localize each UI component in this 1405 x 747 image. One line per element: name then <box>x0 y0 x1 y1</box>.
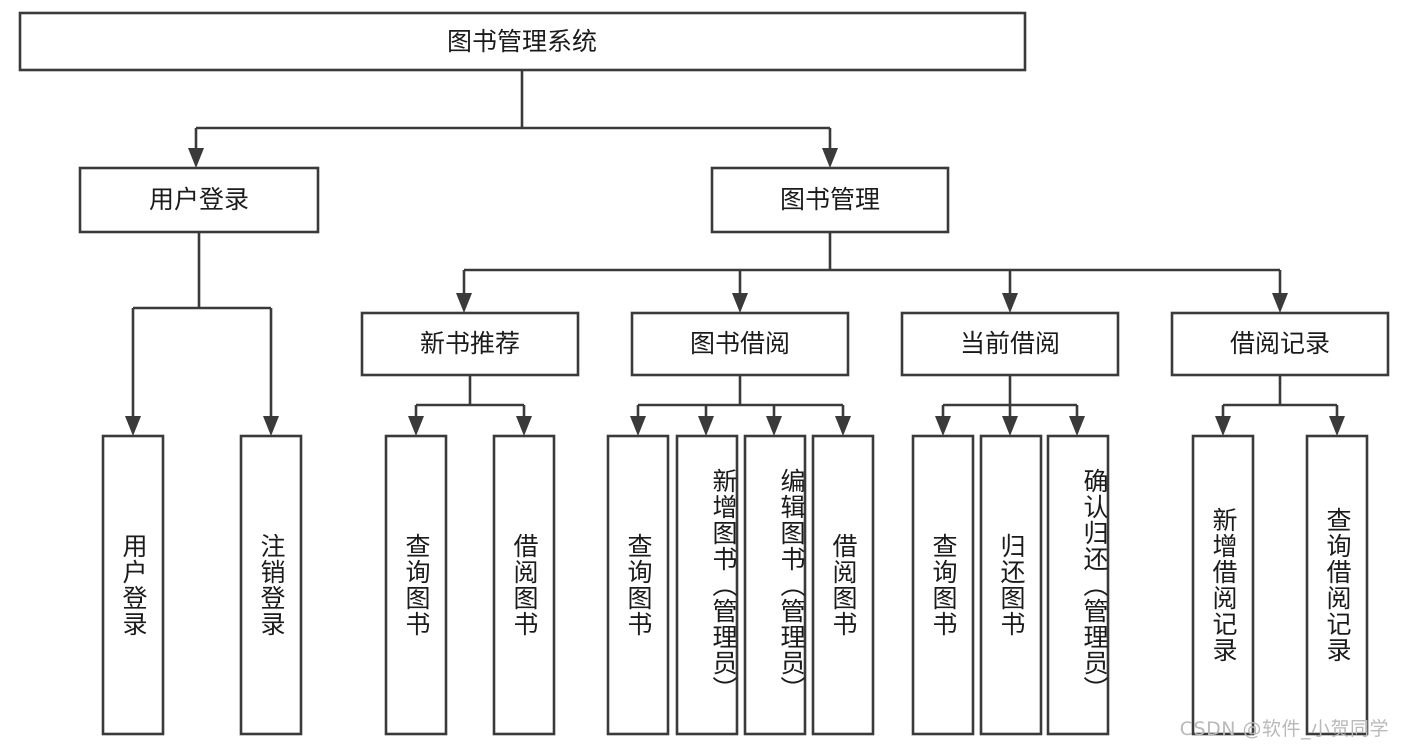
connector-bookmgmt-to-level3 <box>456 232 1288 313</box>
node-borrow-record[interactable]: 借阅记录 <box>1170 311 1390 377</box>
leaf-box-bookborrow-edit[interactable] <box>743 434 807 736</box>
node-new-book-recommend[interactable]: 新书推荐 <box>360 311 580 377</box>
leaf-box-user-login-login[interactable] <box>101 434 165 736</box>
leaf-box-currentborrow-return[interactable] <box>979 434 1043 736</box>
connector-bookborrow-to-leaves <box>630 375 851 436</box>
leaf-box-borrowrecord-query[interactable] <box>1305 434 1369 736</box>
leaf-box-currentborrow-confirm[interactable] <box>1046 434 1110 736</box>
node-root[interactable]: 图书管理系统 <box>18 11 1027 72</box>
node-book-borrow[interactable]: 图书借阅 <box>630 311 850 377</box>
node-book-management[interactable]: 图书管理 <box>710 166 950 234</box>
node-current-borrow-label: 当前借阅 <box>960 329 1060 358</box>
connector-newbook-to-leaves <box>408 375 532 436</box>
leaf-box-newbook-borrow[interactable] <box>492 434 556 736</box>
connector-root-to-level2 <box>188 70 838 168</box>
leaf-box-borrowrecord-add[interactable] <box>1191 434 1255 736</box>
connector-borrowrecord-to-leaves <box>1215 375 1345 436</box>
node-root-label: 图书管理系统 <box>447 27 597 56</box>
connector-userlogin-to-leaves <box>125 232 279 436</box>
leaf-box-bookborrow-borrow[interactable] <box>811 434 875 736</box>
csdn-watermark: CSDN @软件_小贺同学 <box>1179 718 1389 740</box>
node-user-login-label: 用户登录 <box>149 185 249 214</box>
connector-currentborrow-to-leaves <box>935 375 1085 436</box>
leaf-box-bookborrow-query[interactable] <box>606 434 670 736</box>
leaf-box-bookborrow-add[interactable] <box>675 434 739 736</box>
node-current-borrow[interactable]: 当前借阅 <box>900 311 1120 377</box>
leaf-box-newbook-query[interactable] <box>384 434 448 736</box>
node-borrow-record-label: 借阅记录 <box>1230 329 1330 358</box>
node-new-book-recommend-label: 新书推荐 <box>420 329 520 358</box>
node-book-borrow-label: 图书借阅 <box>690 329 790 358</box>
node-user-login[interactable]: 用户登录 <box>78 166 320 234</box>
leaf-box-user-login-logout[interactable] <box>239 434 303 736</box>
node-book-management-label: 图书管理 <box>780 185 880 214</box>
leaf-box-currentborrow-query[interactable] <box>911 434 975 736</box>
